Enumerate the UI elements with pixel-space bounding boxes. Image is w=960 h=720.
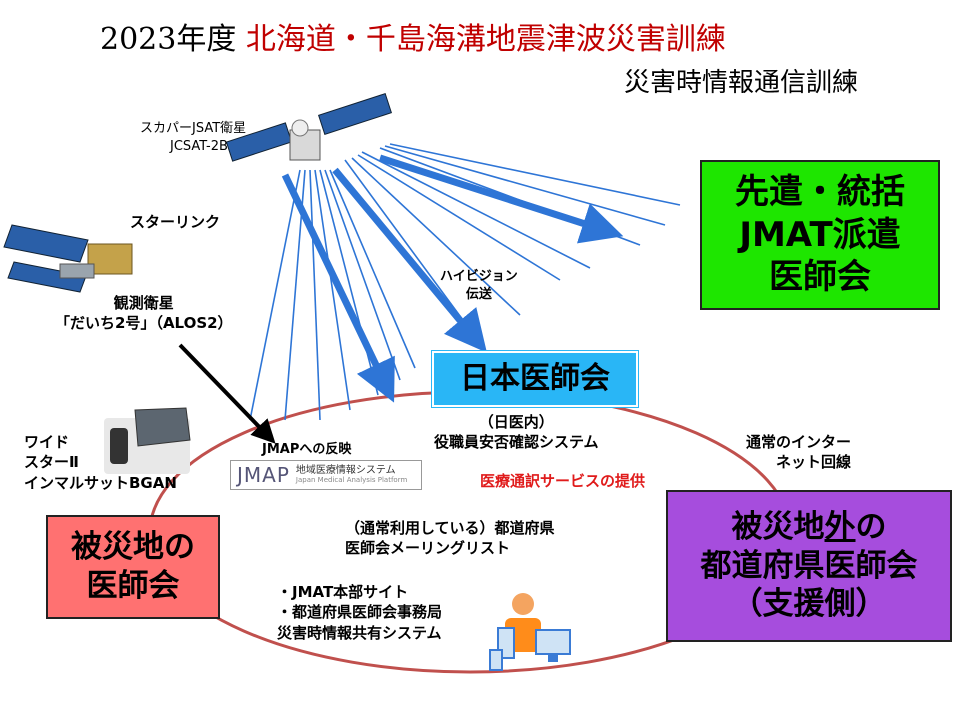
skyperfect-label: スカパーJSAT衛星 JCSAT-2B [140,121,247,154]
internet-label: 通常のインター ネット回線 [746,433,852,472]
observation-satellite-label: 観測衛星 「だいち2号」（ALOS2） [55,294,233,333]
affected-area-box: 被災地の 医師会 [46,515,220,619]
beam-arrow-jma [332,167,487,353]
jmap-name-jp: 地域医療情報システム [295,465,396,477]
systems-label: ・JMAT本部サイト ・都道府県医師会事務局 災害時情報共有システム [277,583,443,642]
starlink-label: スターリンク [130,213,221,231]
advance-jmat-box: 先遣・統括 JMAT派遣 医師会 [700,160,940,310]
beam-arrow-green [378,154,624,244]
observation-arrow [178,343,276,444]
observation-satellite-icon [3,224,133,293]
mailing-list-label: （通常利用している）都道府県 医師会メーリングリスト [345,519,555,558]
beam-arrow-ground [281,173,395,403]
jma-box: 日本医師会 [431,350,639,408]
page-subtitle: 災害時情報通信訓練 [623,68,858,98]
bgan-terminal-icon [104,407,191,474]
medical-interpretation-label: 医療通訳サービスの提供 [480,472,646,490]
satellite-icon [225,93,393,162]
title-year: 2023年度 [100,22,246,57]
title-highlight: 北海道・千島海溝地震津波災害訓練 [245,22,726,57]
computer-user-icon [489,593,571,671]
wideband-label: ワイド スターⅡ インマルサットBGAN [24,433,177,492]
jmap-name-en: Japan Medical Analysis Platform [295,475,408,484]
hivision-label: ハイビジョン 伝送 [440,269,518,302]
support-side-box: 被災地外の 都道府県医師会 （支援側） [666,490,952,642]
jmap-reflect-label: JMAPへの反映 [262,442,352,457]
jmap-logo: JMAP 地域医療情報システム Japan Medical Analysis P… [230,460,422,490]
page-title: 2023年度 北海道・千島海溝地震津波災害訓練 [100,14,726,58]
internal-system-label: （日医内） 役職員安否確認システム [434,413,599,452]
jmap-mark: JMAP [237,463,290,487]
